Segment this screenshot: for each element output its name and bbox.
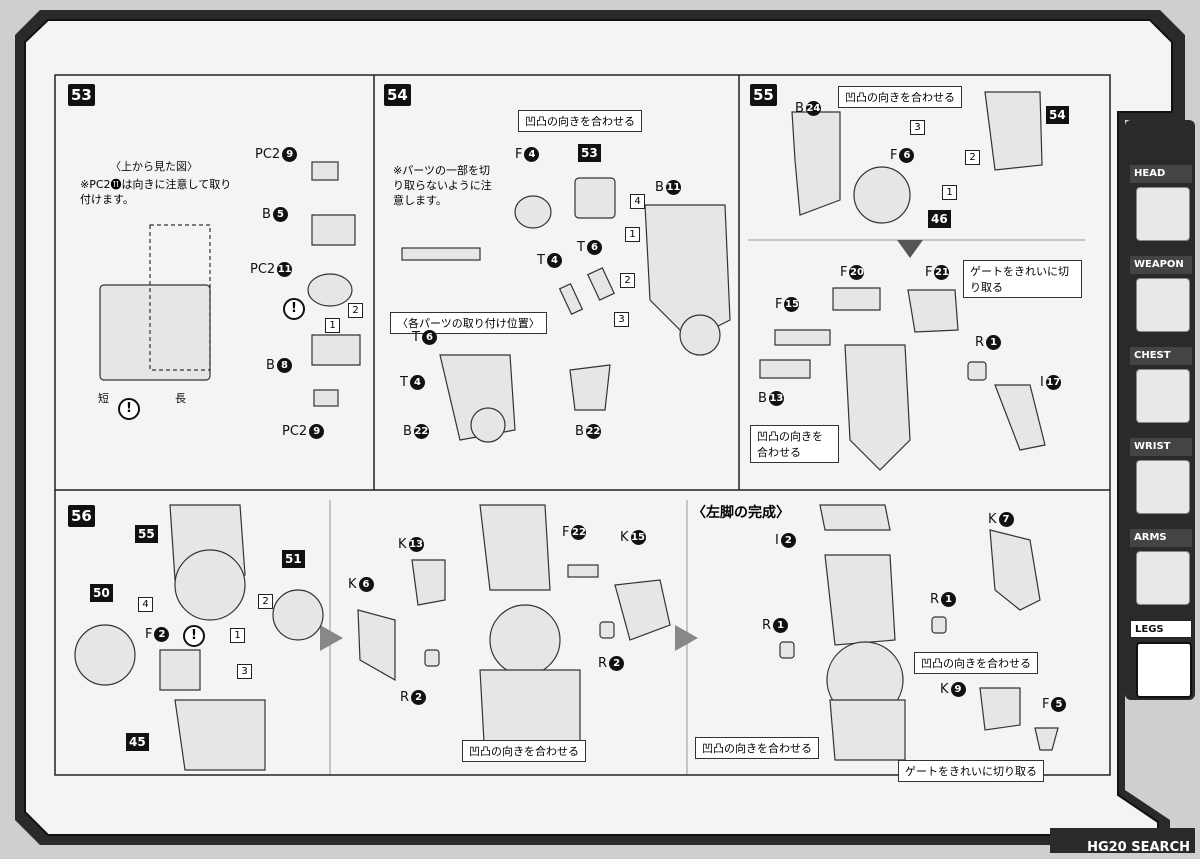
ref-step-badge: 51: [282, 550, 305, 568]
tab-label: HEAD: [1130, 165, 1192, 183]
assembly-order-number: 3: [237, 664, 252, 679]
watermark: SEARCH: [1131, 840, 1190, 855]
footer: HG20 SEARCH: [1087, 840, 1190, 855]
align-callout: 凹凸の向きを合わせる: [838, 86, 962, 108]
tab-label: CHEST: [1130, 347, 1192, 365]
chest-icon: [1136, 369, 1190, 423]
page-number: HG20: [1087, 840, 1127, 855]
left-leg-complete-title: 〈左脚の完成〉: [692, 505, 790, 521]
ref-step-badge: 45: [126, 733, 149, 751]
ref-step-badge: 50: [90, 584, 113, 602]
assembly-order-number: 3: [614, 312, 629, 327]
step-number-54: 54: [384, 84, 411, 106]
arms-icon: [1136, 551, 1190, 605]
gate-trim-callout: ゲートをきれいに切り取る: [963, 260, 1082, 298]
tab-weapon[interactable]: WEAPON: [1130, 256, 1192, 336]
tab-label: LEGS: [1130, 620, 1192, 638]
align-callout: 凹凸の向きを合わせる: [914, 652, 1038, 674]
top-view-title: 〈上から見た図〉: [110, 160, 198, 173]
assembly-order-number: 1: [230, 628, 245, 643]
step-number-55: 55: [750, 84, 777, 106]
gate-trim-callout: ゲートをきれいに切り取る: [898, 760, 1044, 782]
caution-icon: !: [283, 298, 305, 320]
pc2-orientation-note: ※PC2⓫は向きに注意して取り付けます。: [80, 178, 232, 206]
step-number-56: 56: [68, 505, 95, 527]
ref-step-badge: 55: [135, 525, 158, 543]
assembly-order-number: 4: [630, 194, 645, 209]
assembly-order-number: 4: [138, 597, 153, 612]
position-title: 〈各パーツの取り付け位置〉: [390, 312, 547, 334]
tab-label: WEAPON: [1130, 256, 1192, 274]
assembly-order-number: 2: [965, 150, 980, 165]
caution-icon: !: [118, 398, 140, 420]
short-label: 短: [98, 392, 109, 405]
align-callout: 凹凸の向きを合わせる: [750, 425, 839, 463]
head-icon: [1136, 187, 1190, 241]
align-callout: 凹凸の向きを合わせる: [462, 740, 586, 762]
tab-head[interactable]: HEAD: [1130, 165, 1192, 245]
caution-icon: !: [183, 625, 205, 647]
tab-wrist[interactable]: WRIST: [1130, 438, 1192, 518]
step-number-53: 53: [68, 84, 95, 106]
ref-step-badge: 54: [1046, 106, 1069, 124]
tab-label: WRIST: [1130, 438, 1192, 456]
ref-step-badge: 53: [578, 144, 601, 162]
tab-label: ARMS: [1130, 529, 1192, 547]
align-callout: 凹凸の向きを合わせる: [518, 110, 642, 132]
legs-icon: [1136, 642, 1192, 698]
wrist-icon: [1136, 460, 1190, 514]
assembly-order-number: 1: [625, 227, 640, 242]
tab-legs[interactable]: LEGS: [1130, 620, 1192, 700]
long-label: 長: [175, 392, 186, 405]
weapon-icon: [1136, 278, 1190, 332]
align-callout: 凹凸の向きを合わせる: [695, 737, 819, 759]
cut-caution-note: ※パーツの一部を切り取らないように注意します。: [393, 164, 492, 207]
assembly-order-number: 3: [910, 120, 925, 135]
assembly-order-number: 2: [348, 303, 363, 318]
tab-chest[interactable]: CHEST: [1130, 347, 1192, 427]
assembly-order-number: 1: [325, 318, 340, 333]
ref-step-badge: 46: [928, 210, 951, 228]
tab-arms[interactable]: ARMS: [1130, 529, 1192, 609]
assembly-order-number: 1: [942, 185, 957, 200]
assembly-order-number: 2: [620, 273, 635, 288]
assembly-order-number: 2: [258, 594, 273, 609]
